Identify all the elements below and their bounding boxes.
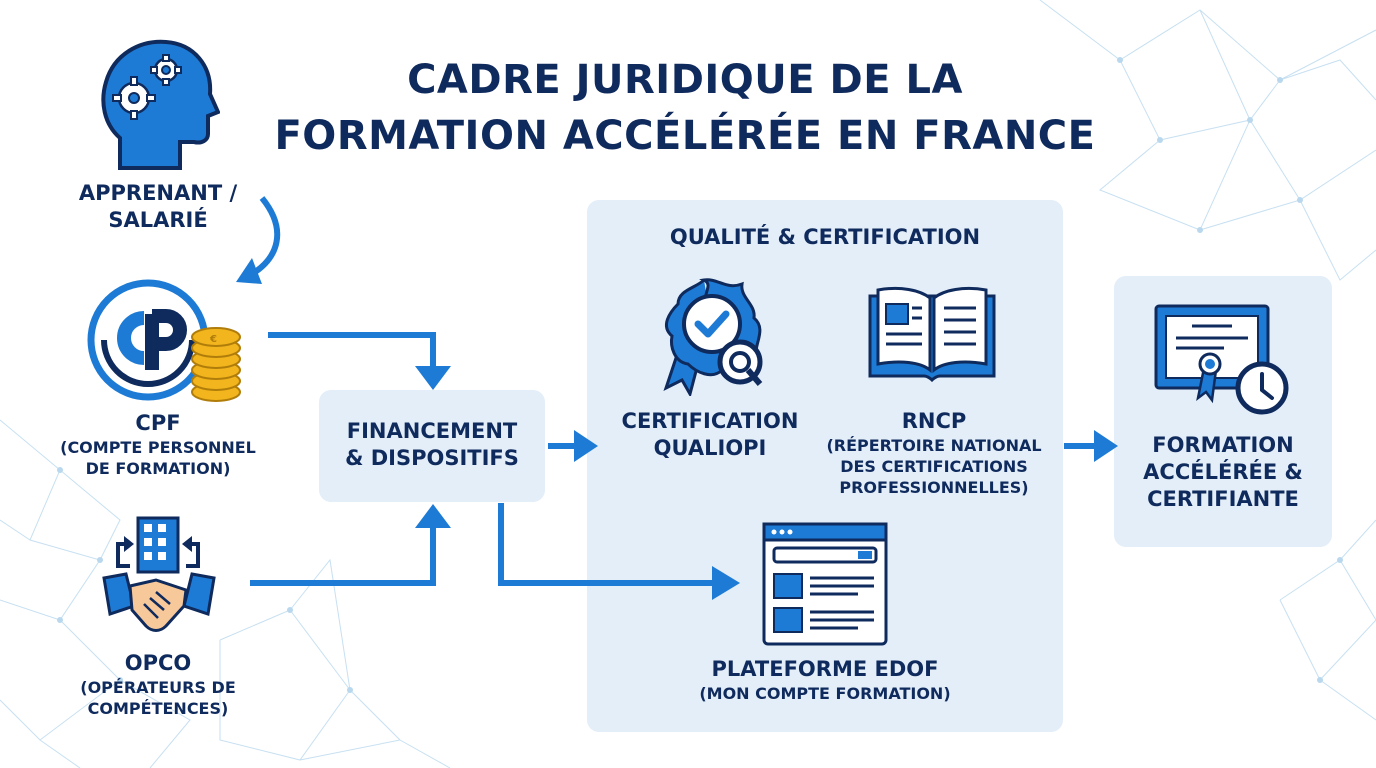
- cpf-sub-2: DE FORMATION): [85, 459, 231, 478]
- financement-box: [319, 390, 545, 502]
- svg-text:€: €: [209, 334, 217, 345]
- rncp-sub-1: (RÉPERTOIRE NATIONAL: [826, 436, 1042, 455]
- arrow-apprenant-to-cpf: [250, 196, 281, 277]
- head-with-gears-icon: [101, 39, 220, 170]
- opco-sub-2: COMPÉTENCES): [87, 699, 229, 718]
- rncp-label: RNCP (RÉPERTOIRE NATIONAL DES CERTIFICAT…: [818, 408, 1050, 498]
- arrow-cpf-to-financement: [268, 332, 436, 368]
- opco-label: OPCO (OPÉRATEURS DE COMPÉTENCES): [40, 650, 276, 719]
- edof-label: PLATEFORME EDOF (MON COMPTE FORMATION): [600, 656, 1050, 704]
- cpf-label: CPF (COMPTE PERSONNEL DE FORMATION): [40, 410, 276, 479]
- building-handshake-icon: [102, 516, 216, 632]
- financement-line-1: FINANCEMENT: [346, 419, 518, 443]
- arrow-opco-to-financement: [250, 526, 436, 586]
- open-book-icon: [868, 286, 996, 382]
- edof-title: PLATEFORME EDOF: [711, 657, 939, 681]
- title-line-1: CADRE JURIDIQUE DE LA: [407, 57, 963, 103]
- rosette-badge-icon: [663, 278, 763, 396]
- cpf-logo-with-coins-icon: €: [87, 279, 241, 402]
- title-line-2: FORMATION ACCÉLÉRÉE EN FRANCE: [274, 113, 1096, 159]
- rncp-sub-2: DES CERTIFICATIONS: [840, 457, 1028, 476]
- cpf-title: CPF: [135, 411, 181, 435]
- cpf-sub-1: (COMPTE PERSONNEL: [60, 438, 256, 457]
- arrow-financement-to-edof: [498, 503, 718, 586]
- formation-line-2: ACCÉLÉRÉE &: [1143, 460, 1303, 484]
- rncp-sub-3: PROFESSIONNELLES): [839, 478, 1029, 497]
- edof-sub: (MON COMPTE FORMATION): [699, 684, 951, 703]
- qualite-heading: QUALITÉ & CERTIFICATION: [669, 225, 981, 249]
- certificate-clock-icon: [1154, 304, 1289, 415]
- browser-window-icon: [762, 522, 888, 646]
- rncp-title: RNCP: [901, 409, 967, 433]
- page-title: CADRE JURIDIQUE DE LA FORMATION ACCÉLÉRÉ…: [180, 52, 1190, 164]
- formation-line-3: CERTIFIANTE: [1147, 487, 1299, 511]
- opco-title: OPCO: [124, 651, 192, 675]
- qualiopi-line-1: CERTIFICATION: [621, 409, 799, 433]
- financement-label: FINANCEMENT & DISPOSITIFS: [319, 418, 545, 472]
- formation-label: FORMATION ACCÉLÉRÉE & CERTIFIANTE: [1114, 432, 1332, 513]
- apprenant-line-1: APPRENANT /: [78, 181, 238, 205]
- qualiopi-label: CERTIFICATION QUALIOPI: [598, 408, 822, 462]
- qualiopi-line-2: QUALIOPI: [653, 436, 767, 460]
- formation-line-1: FORMATION: [1152, 433, 1294, 457]
- financement-line-2: & DISPOSITIFS: [345, 446, 519, 470]
- apprenant-line-2: SALARIÉ: [108, 208, 208, 232]
- opco-sub-1: (OPÉRATEURS DE: [80, 678, 236, 697]
- apprenant-label: APPRENANT / SALARIÉ: [60, 180, 256, 234]
